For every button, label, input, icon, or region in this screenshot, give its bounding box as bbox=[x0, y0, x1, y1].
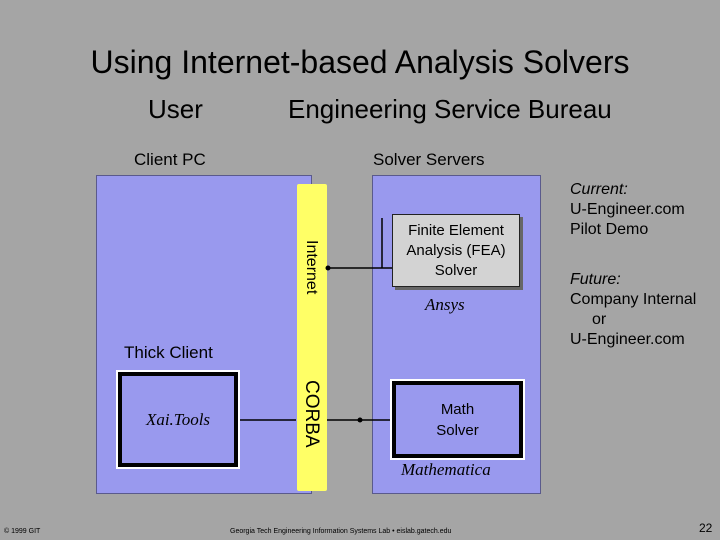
math-line-1: Math bbox=[440, 400, 475, 418]
slide-title: Using Internet-based Analysis Solvers bbox=[90, 44, 630, 80]
fea-solver-box: Finite Element Analysis (FEA) Solver bbox=[392, 214, 520, 287]
mathematica-label: Mathematica bbox=[401, 460, 491, 479]
xai-tools-box: Xai.Tools bbox=[116, 370, 240, 469]
solver-servers-label: Solver Servers bbox=[373, 150, 485, 169]
internet-node bbox=[325, 265, 331, 271]
future-note: Future: Company Internal or U-Engineer.c… bbox=[570, 270, 696, 350]
thick-client-label: Thick Client bbox=[124, 343, 213, 362]
network-channel bbox=[297, 184, 327, 491]
future-note-line-2: or bbox=[592, 311, 607, 328]
xai-tools-label: Xai.Tools bbox=[145, 409, 211, 429]
current-note-line-2: Pilot Demo bbox=[570, 221, 649, 238]
copyright: © 1999 GIT bbox=[4, 528, 41, 535]
page-number: 22 bbox=[699, 521, 713, 535]
bureau-heading: Engineering Service Bureau bbox=[288, 94, 612, 124]
fea-line-1: Finite Element bbox=[408, 221, 504, 239]
future-note-line-1: Company Internal bbox=[570, 291, 697, 308]
corba-label: CORBA bbox=[301, 380, 322, 448]
ansys-label: Ansys bbox=[425, 295, 465, 314]
current-note-heading: Current: bbox=[570, 181, 628, 198]
math-line-2: Solver bbox=[436, 421, 479, 439]
current-note-line-1: U-Engineer.com bbox=[570, 201, 685, 218]
future-note-heading: Future: bbox=[570, 271, 621, 288]
fea-line-2: Analysis (FEA) bbox=[406, 241, 506, 259]
future-note-line-3: U-Engineer.com bbox=[570, 331, 685, 348]
fea-line-3: Solver bbox=[434, 261, 478, 279]
current-note: Current: U-Engineer.com Pilot Demo bbox=[570, 180, 685, 240]
client-pc-label: Client PC bbox=[134, 150, 206, 169]
footer-lab: Georgia Tech Engineering Information Sys… bbox=[230, 528, 452, 535]
user-heading: User bbox=[148, 94, 203, 124]
corba-node bbox=[357, 417, 363, 423]
internet-label: Internet bbox=[303, 240, 320, 295]
math-solver-box: Math Solver bbox=[390, 379, 525, 460]
